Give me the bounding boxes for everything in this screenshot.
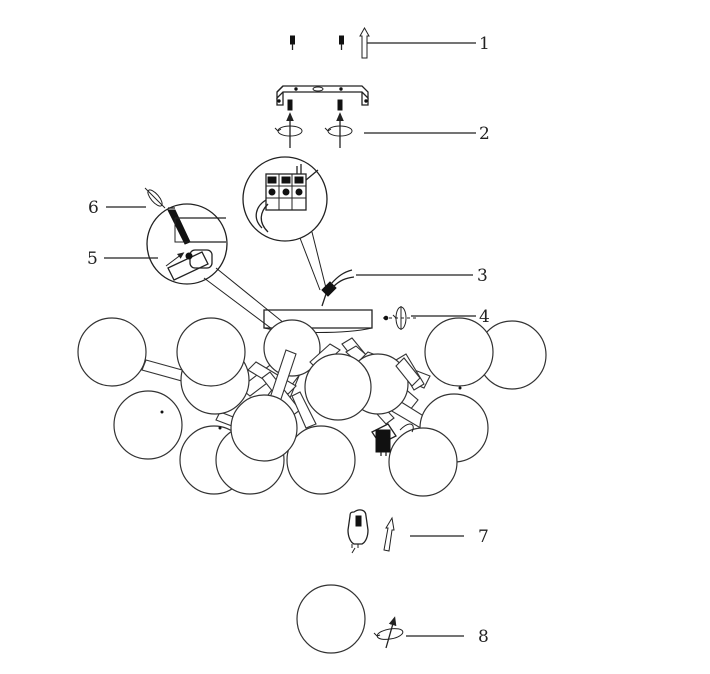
callout-number-8: 8 [478, 627, 489, 647]
glass-globe [304, 353, 372, 421]
up-arrow-icon [383, 516, 395, 552]
rotate-arrow-icon [274, 112, 303, 148]
callout-number-3: 3 [477, 266, 488, 286]
cable-connector-icon [321, 269, 355, 307]
open-socket-icon [371, 423, 414, 456]
hex-key-detail-circle [146, 203, 228, 285]
glass-globe [77, 317, 147, 387]
screw-icon [290, 35, 295, 50]
screw-icon [339, 35, 344, 50]
rotate-arrow-icon [373, 616, 404, 649]
step-8-globe [296, 584, 464, 654]
g9-bulb-icon [347, 509, 369, 554]
step-2-bracket [274, 85, 476, 148]
step-7-bulb [347, 509, 464, 554]
callout-number-1: 1 [479, 34, 490, 54]
screw-icon [337, 99, 343, 111]
glass-globe [113, 390, 183, 460]
glass-globe [176, 317, 246, 387]
up-arrow-icon [359, 26, 370, 59]
glass-globe [388, 427, 458, 497]
step-3-wiring [242, 156, 473, 307]
callout-number-5: 5 [87, 249, 98, 269]
glass-globe [424, 317, 494, 387]
callout-number-6: 6 [88, 198, 99, 218]
hex-key-icon [167, 207, 226, 245]
rotate-arrow-icon [324, 112, 353, 148]
callout-number-4: 4 [479, 307, 490, 327]
chandelier-body [77, 317, 547, 497]
mounting-bracket-icon [276, 85, 369, 106]
socket-arm-icon [165, 249, 213, 281]
glass-globe-icon [296, 584, 366, 654]
callout-number-7: 7 [478, 527, 489, 547]
step-1-screws [290, 26, 476, 59]
glass-globe [286, 425, 356, 495]
screw-icon [287, 99, 293, 111]
rotate-arrow-icon [383, 306, 416, 330]
glass-globe [230, 394, 298, 462]
wiring-detail-circle [242, 156, 328, 242]
glass-globe [263, 319, 321, 377]
terminal-block-icon [265, 173, 307, 211]
rotate-arrow-icon [144, 187, 166, 209]
callout-number-2: 2 [479, 124, 490, 144]
